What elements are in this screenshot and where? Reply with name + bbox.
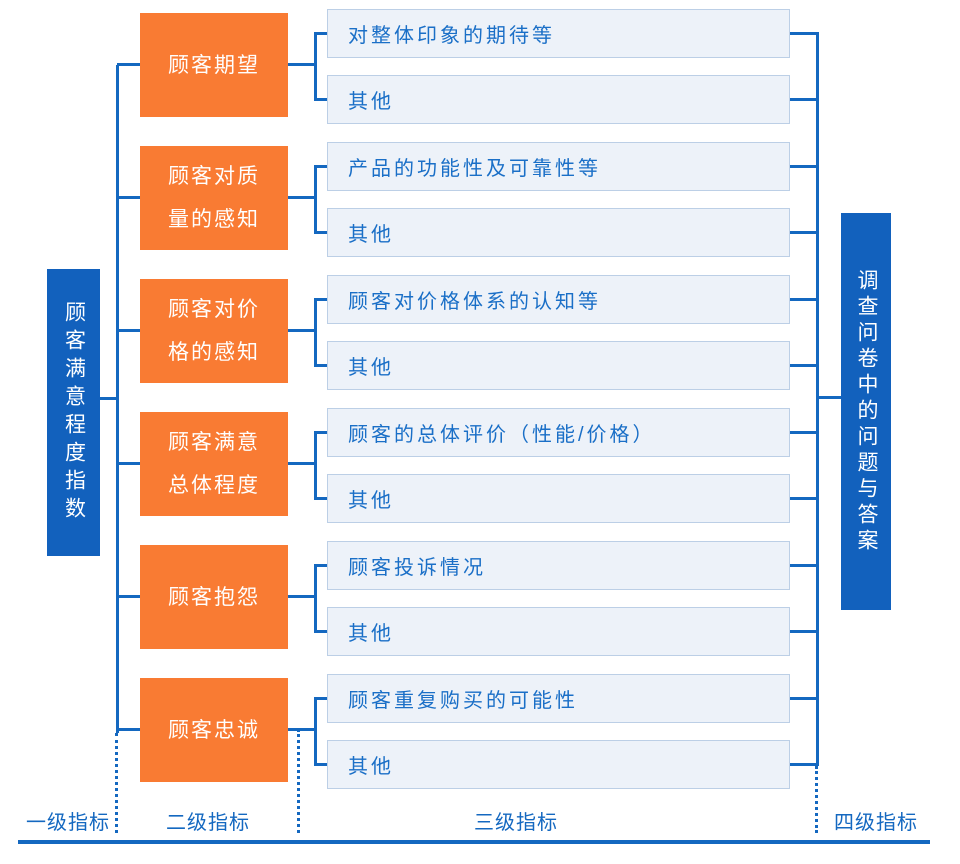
diagram-row: 顾客期望 对整体印象的期待等 其他 bbox=[0, 9, 960, 125]
trunk-line-left bbox=[116, 65, 119, 733]
level2-box: 顾客对质量的感知 bbox=[140, 146, 288, 250]
connector-line bbox=[288, 63, 314, 66]
dotted-separator bbox=[297, 729, 300, 833]
connector-line bbox=[314, 697, 327, 700]
level2-label: 顾客对质量的感知 bbox=[168, 165, 260, 231]
level2-box: 顾客对价格的感知 bbox=[140, 279, 288, 383]
level2-label: 顾客期望 bbox=[168, 53, 260, 77]
connector-line bbox=[288, 196, 314, 199]
level2-label: 顾客对价格的感知 bbox=[168, 298, 260, 364]
diagram-row: 顾客满意总体程度 顾客的总体评价（性能/价格） 其他 bbox=[0, 408, 960, 524]
connector-line bbox=[790, 32, 818, 35]
connector-line bbox=[314, 231, 327, 234]
connector-line bbox=[117, 595, 140, 598]
connector-line bbox=[314, 364, 327, 367]
connector-line bbox=[790, 231, 818, 234]
footer-label-level2: 二级指标 bbox=[166, 812, 250, 834]
connector-line bbox=[790, 564, 818, 567]
connector-line bbox=[314, 431, 327, 434]
level3-item: 产品的功能性及可靠性等 bbox=[327, 142, 790, 191]
connector-line bbox=[314, 298, 317, 367]
level3-item: 对整体印象的期待等 bbox=[327, 9, 790, 58]
connector-line bbox=[117, 329, 140, 332]
connector-line bbox=[790, 98, 818, 101]
connector-line bbox=[790, 497, 818, 500]
footer-label-level3: 三级指标 bbox=[474, 812, 558, 834]
level2-box: 顾客期望 bbox=[140, 13, 288, 117]
level2-box: 顾客满意总体程度 bbox=[140, 412, 288, 516]
connector-line bbox=[790, 630, 818, 633]
connector-line bbox=[790, 364, 818, 367]
trunk-line-right bbox=[816, 32, 819, 766]
connector-line bbox=[314, 165, 327, 168]
level3-item: 其他 bbox=[327, 341, 790, 390]
level3-item: 其他 bbox=[327, 208, 790, 257]
level3-item: 顾客的总体评价（性能/价格） bbox=[327, 408, 790, 457]
level3-item: 顾客重复购买的可能性 bbox=[327, 674, 790, 723]
level1-index-box: 顾客满意程度指数 bbox=[47, 269, 100, 556]
connector-line bbox=[117, 196, 140, 199]
connector-line bbox=[314, 32, 327, 35]
connector-line bbox=[314, 431, 317, 500]
connector-line bbox=[314, 32, 317, 101]
diagram-row: 顾客忠诚 顾客重复购买的可能性 其他 bbox=[0, 674, 960, 790]
connector-line bbox=[314, 165, 317, 234]
connector-line bbox=[790, 697, 818, 700]
level3-item: 顾客投诉情况 bbox=[327, 541, 790, 590]
level3-item: 顾客对价格体系的认知等 bbox=[327, 275, 790, 324]
level2-box: 顾客忠诚 bbox=[140, 678, 288, 782]
dotted-separator bbox=[815, 766, 818, 833]
connector-line bbox=[314, 497, 327, 500]
connector-line bbox=[314, 98, 327, 101]
level4-index-box: 调查问卷中的问题与答案 bbox=[841, 213, 891, 610]
level2-label: 顾客忠诚 bbox=[168, 718, 260, 742]
connector-line bbox=[288, 462, 314, 465]
connector-line bbox=[790, 165, 818, 168]
diagram-row: 顾客对价格的感知 顾客对价格体系的认知等 其他 bbox=[0, 275, 960, 391]
connector-line bbox=[790, 763, 818, 766]
footer-label-level4: 四级指标 bbox=[834, 812, 918, 834]
connector-line bbox=[314, 763, 327, 766]
connector-line bbox=[117, 728, 140, 731]
connector-line bbox=[117, 63, 140, 66]
connector-line bbox=[288, 329, 314, 332]
connector-line bbox=[314, 697, 317, 766]
connector-line bbox=[100, 397, 116, 400]
axis-baseline bbox=[18, 840, 930, 844]
level2-label: 顾客满意总体程度 bbox=[168, 431, 260, 497]
connector-line bbox=[790, 431, 818, 434]
footer-label-level1: 一级指标 bbox=[26, 812, 110, 834]
level2-box: 顾客抱怨 bbox=[140, 545, 288, 649]
connector-line bbox=[816, 396, 841, 399]
connector-line bbox=[314, 564, 327, 567]
connector-line bbox=[314, 298, 327, 301]
connector-line bbox=[288, 595, 314, 598]
diagram-row: 顾客抱怨 顾客投诉情况 其他 bbox=[0, 541, 960, 657]
connector-line bbox=[117, 462, 140, 465]
diagram-row: 顾客对质量的感知 产品的功能性及可靠性等 其他 bbox=[0, 142, 960, 258]
level2-label: 顾客抱怨 bbox=[168, 585, 260, 609]
level3-item: 其他 bbox=[327, 474, 790, 523]
connector-line bbox=[314, 630, 327, 633]
level3-item: 其他 bbox=[327, 75, 790, 124]
level3-item: 其他 bbox=[327, 607, 790, 656]
connector-line bbox=[288, 728, 314, 731]
level3-item: 其他 bbox=[327, 740, 790, 789]
connector-line bbox=[314, 564, 317, 633]
connector-line bbox=[790, 298, 818, 301]
dotted-separator bbox=[115, 733, 118, 833]
